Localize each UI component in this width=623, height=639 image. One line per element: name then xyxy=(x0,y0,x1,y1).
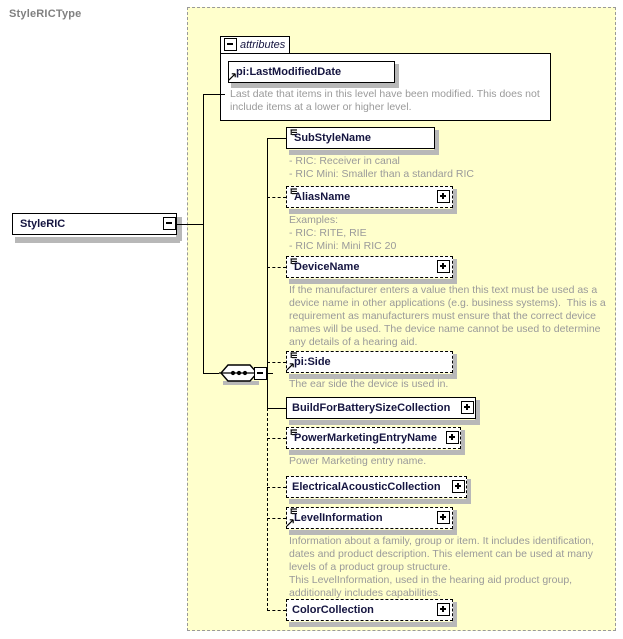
root-node-shadow-right xyxy=(176,217,182,241)
element-box-aliasname[interactable] xyxy=(286,186,453,208)
node-shadow-levelinformation xyxy=(289,530,457,535)
node-shadow-right-buildforbatterysizecollection xyxy=(475,400,480,422)
connector-trunk-lower xyxy=(203,224,204,373)
connector-electricalacousticcollection xyxy=(267,487,286,488)
expand-toggle-icon-devicename[interactable] xyxy=(437,260,450,273)
node-shadow-aliasname xyxy=(289,209,457,214)
sequence-shadow xyxy=(223,381,259,385)
element-box-powermarketingentryname[interactable] xyxy=(286,427,461,449)
connector-levelinformation xyxy=(267,518,286,519)
attribute-documentation-pi-lastmodifieddate: Last date that items in this level have … xyxy=(230,88,543,113)
root-element-label: StyleRIC xyxy=(20,218,66,230)
element-documentation-powermarketingentryname: Power Marketing entry name. xyxy=(289,455,427,467)
element-documentation-substylename: - RIC: Receiver in canal - RIC Mini: Sma… xyxy=(289,155,474,180)
node-shadow-electricalacousticcollection xyxy=(289,499,471,504)
element-label-powermarketingentryname: PowerMarketingEntryName xyxy=(294,432,438,444)
element-documentation-piside: The ear side the device is used in. xyxy=(289,378,449,390)
node-shadow-substylename xyxy=(289,150,439,155)
expand-toggle-icon-colorcollection[interactable] xyxy=(437,603,450,616)
connector-sequence-to-trunk xyxy=(267,373,273,374)
connector-root-to-type xyxy=(176,224,203,225)
attribute-label-pi-lastmodifieddate: pi:LastModifiedDate xyxy=(236,66,342,78)
element-documentation-devicename: If the manufacturer enters a value then … xyxy=(289,284,609,348)
node-shadow-powermarketingentryname xyxy=(289,450,465,455)
sequence-compositor-icon[interactable] xyxy=(219,363,259,383)
node-shadow-right-powermarketingentryname xyxy=(460,430,465,452)
element-box-devicename[interactable] xyxy=(286,256,453,278)
sequence-collapse-toggle-icon[interactable] xyxy=(254,367,267,380)
children-trunk-dashed xyxy=(267,408,268,611)
element-box-substylename[interactable] xyxy=(286,127,435,149)
attribute-box-pi-lastmodifieddate[interactable] xyxy=(228,61,395,83)
connector-powermarketingentryname xyxy=(267,438,286,439)
element-label-piside: pi:Side xyxy=(294,356,331,368)
connector-to-attributes xyxy=(203,94,225,95)
attribute-node-shadow-right xyxy=(394,64,399,86)
attributes-tab[interactable] xyxy=(220,36,290,54)
connector-devicename xyxy=(267,267,286,268)
node-shadow-devicename xyxy=(289,279,457,284)
element-label-devicename: DeviceName xyxy=(294,261,360,273)
node-shadow-right-electricalacousticcollection xyxy=(466,479,471,501)
expand-toggle-icon-aliasname[interactable] xyxy=(437,190,450,203)
node-shadow-piside xyxy=(289,374,457,379)
element-label-levelinformation: LevelInformation xyxy=(294,512,383,524)
connector-piside xyxy=(267,362,286,363)
node-shadow-right-devicename xyxy=(452,259,457,281)
attributes-tab-label: attributes xyxy=(240,39,286,51)
element-label-aliasname: AliasName xyxy=(294,191,351,203)
attributes-collapse-toggle-icon[interactable] xyxy=(224,38,237,51)
element-label-substylename: SubStyleName xyxy=(294,132,372,144)
node-shadow-right-substylename xyxy=(434,130,439,152)
element-box-colorcollection[interactable] xyxy=(286,599,453,621)
connector-to-sequence xyxy=(203,373,219,374)
element-box-levelinformation[interactable] xyxy=(286,507,453,529)
element-label-colorcollection: ColorCollection xyxy=(292,604,374,616)
node-shadow-buildforbatterysizecollection xyxy=(289,420,480,425)
attribute-node-shadow xyxy=(231,83,399,88)
expand-toggle-icon-levelinformation[interactable] xyxy=(437,511,450,524)
connector-substylename xyxy=(267,138,286,139)
connector-buildforbatterysizecollection xyxy=(267,408,286,409)
element-box-electricalacousticcollection[interactable] xyxy=(286,476,467,498)
expand-toggle-icon-electricalacousticcollection[interactable] xyxy=(452,480,465,493)
element-label-electricalacousticcollection: ElectricalAcousticCollection xyxy=(292,481,441,493)
expand-toggle-icon-powermarketingentryname[interactable] xyxy=(446,431,459,444)
element-documentation-aliasname: Examples: - RIC: RITE, RIE - RIC Mini: M… xyxy=(289,214,397,252)
node-shadow-right-aliasname xyxy=(452,189,457,211)
root-node-shadow xyxy=(15,237,180,243)
element-box-piside[interactable] xyxy=(286,351,453,373)
connector-colorcollection xyxy=(267,610,286,611)
element-label-buildforbatterysizecollection: BuildForBatterySizeCollection xyxy=(292,402,451,414)
node-shadow-right-colorcollection xyxy=(452,602,457,624)
complex-type-title: StyleRICType xyxy=(9,8,82,20)
connector-aliasname xyxy=(267,197,286,198)
node-shadow-right-levelinformation xyxy=(452,510,457,532)
children-trunk-solid xyxy=(267,138,268,408)
connector-trunk-upper xyxy=(203,94,204,225)
element-documentation-levelinformation: Information about a family, group or ite… xyxy=(289,535,595,599)
node-shadow-colorcollection xyxy=(289,622,457,627)
node-shadow-right-piside xyxy=(452,354,457,376)
root-collapse-toggle-icon[interactable] xyxy=(163,217,176,230)
element-box-buildforbatterysizecollection[interactable] xyxy=(286,397,476,419)
expand-toggle-icon-buildforbatterysizecollection[interactable] xyxy=(461,401,474,414)
